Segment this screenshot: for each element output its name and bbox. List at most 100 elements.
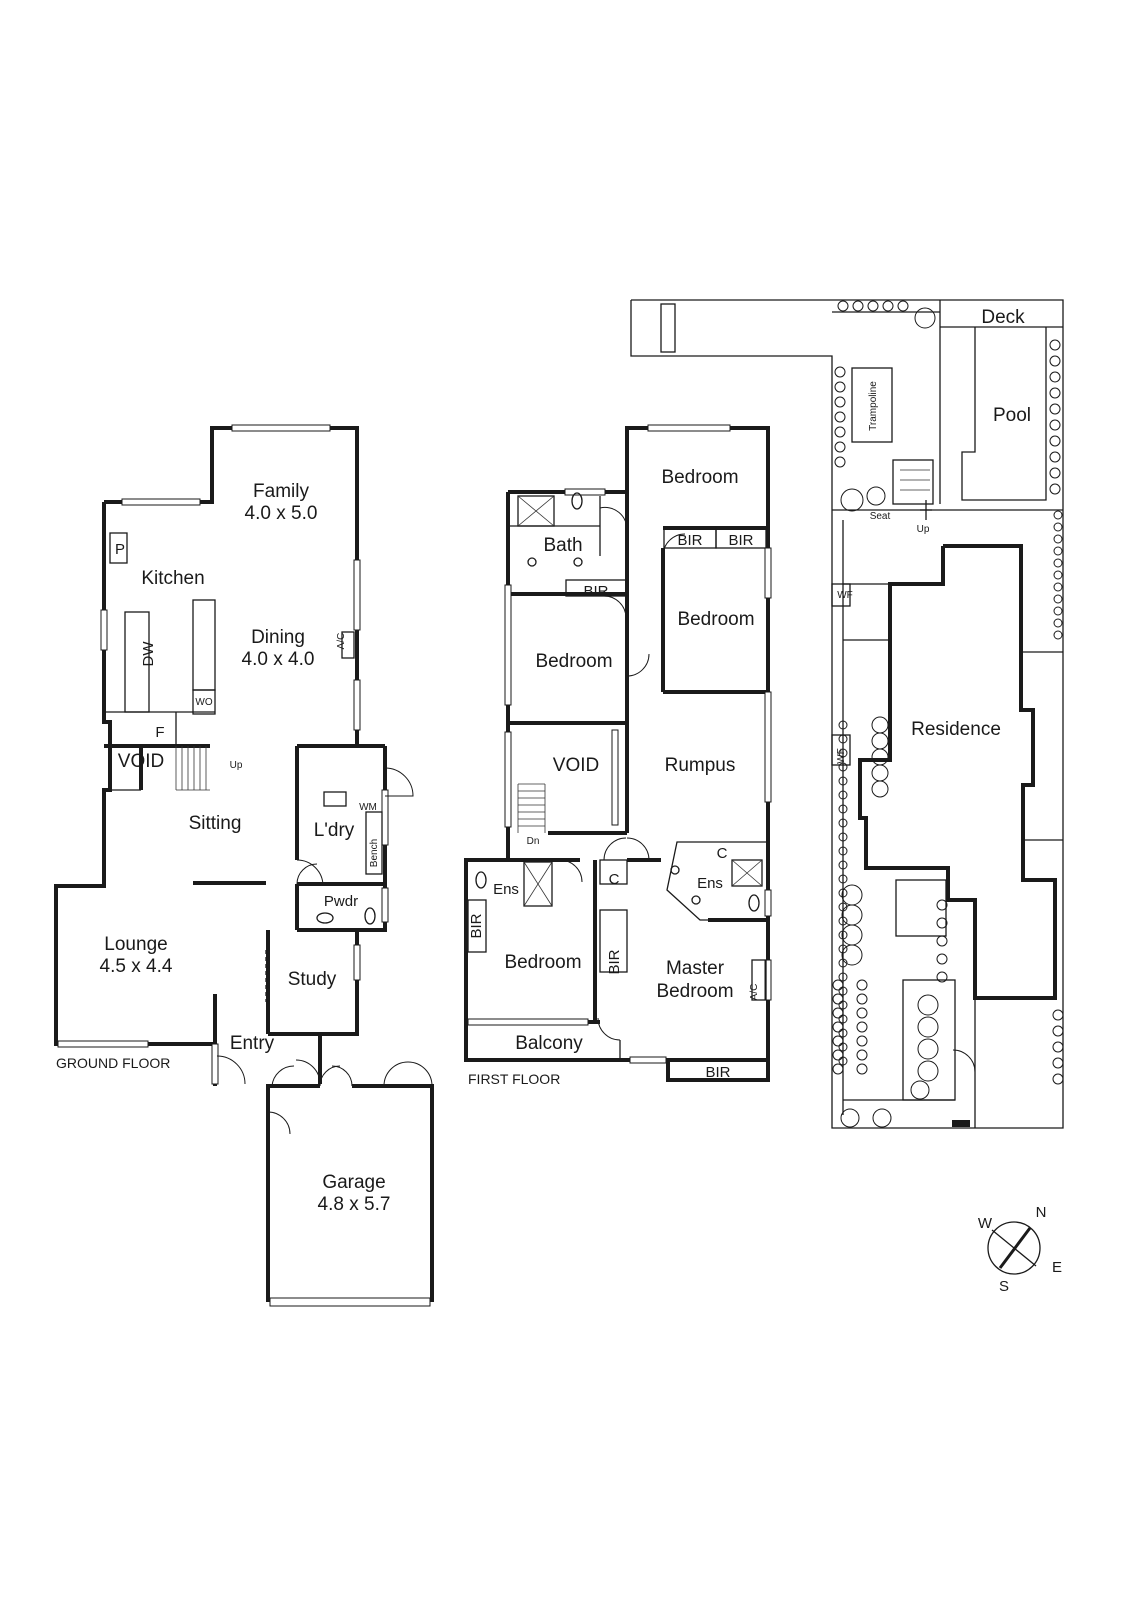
tree-icon [936, 899, 948, 911]
tree-icon [834, 456, 846, 468]
residence-label: Residence [911, 719, 1001, 740]
tree-icon [832, 1035, 844, 1047]
tree-icon [834, 411, 846, 423]
ground-floor-caption: GROUND FLOOR [56, 1055, 170, 1071]
cupboard-label-2: C [717, 845, 728, 862]
woodfire-label-1: WF [837, 590, 853, 601]
bench-label: Bench [369, 839, 380, 867]
first-floor-plan [464, 424, 772, 1082]
tree-icon [917, 1060, 939, 1082]
seat-label: Seat [870, 511, 891, 522]
tree-icon [1053, 630, 1063, 640]
ground-floor-right-wall [318, 962, 359, 1084]
tree-icon [832, 1063, 844, 1075]
bir-label-6: BIR [705, 1064, 730, 1081]
tree-icon [838, 804, 848, 814]
compass-north: N [1036, 1204, 1047, 1221]
tree-icon [1053, 582, 1063, 592]
ground-floor-outer-wall [54, 502, 215, 1046]
bir-label-5: BIR [606, 949, 623, 974]
tree-icon [834, 396, 846, 408]
tree-icon [838, 748, 848, 758]
landscape-trees [832, 300, 1064, 1128]
tree-icon [838, 888, 848, 898]
tree-icon [871, 716, 889, 734]
tree-icon [867, 300, 879, 312]
tree-icon [1053, 558, 1063, 568]
bir-label-3: BIR [583, 583, 608, 600]
entry-label: Entry [230, 1033, 275, 1054]
stair-down-label: Dn [527, 836, 540, 847]
dining-dimension: 4.0 x 4.0 [242, 649, 315, 670]
compass [987, 1221, 1041, 1275]
tree-icon [838, 720, 848, 730]
first-void-label: VOID [553, 755, 599, 776]
tree-icon [1052, 1057, 1064, 1069]
tree-icon [872, 1108, 892, 1128]
tree-icon [856, 1049, 868, 1061]
tree-icon [838, 832, 848, 842]
cupboard-label-1: C [609, 871, 620, 888]
tree-icon [1053, 594, 1063, 604]
tree-icon [838, 762, 848, 772]
tree-icon [1049, 371, 1061, 383]
tree-icon [832, 1049, 844, 1061]
tree-icon [1049, 419, 1061, 431]
tree-icon [1053, 606, 1063, 616]
tree-icon [871, 764, 889, 782]
tree-icon [871, 780, 889, 798]
deck-label: Deck [981, 307, 1025, 328]
tree-icon [1053, 570, 1063, 580]
tree-icon [1052, 1025, 1064, 1037]
lounge-label: Lounge [104, 934, 167, 955]
family-dimension: 4.0 x 5.0 [245, 503, 318, 524]
ground-stair-up-label: Up [230, 760, 243, 771]
tree-icon [841, 884, 863, 906]
trampoline-label: Trampoline [868, 381, 879, 431]
compass-south: S [999, 1278, 1009, 1295]
tree-icon [910, 1080, 930, 1100]
tree-icon [841, 944, 863, 966]
pantry-label: P [115, 541, 125, 558]
tree-icon [838, 734, 848, 744]
tree-icon [1052, 1073, 1064, 1085]
family-window [231, 424, 331, 432]
tree-icon [1049, 451, 1061, 463]
tree-icon [1053, 510, 1063, 520]
powder-label: Pwdr [324, 893, 358, 910]
tree-icon [852, 300, 864, 312]
tree-icon [917, 1016, 939, 1038]
ground-void-label: VOID [118, 751, 164, 772]
tree-icon [1049, 387, 1061, 399]
laundry-label: L'dry [314, 820, 355, 841]
lounge-dimension: 4.5 x 4.4 [100, 956, 173, 977]
tree-icon [838, 818, 848, 828]
tree-icon [838, 790, 848, 800]
bir-label-4: BIR [468, 913, 485, 938]
bedroom-left-label: Bedroom [535, 651, 612, 672]
bedroom-right-label: Bedroom [677, 609, 754, 630]
tree-icon [840, 488, 864, 512]
bir-label-2: BIR [728, 532, 753, 549]
site-plan [630, 299, 1064, 1129]
bedroom-bottom-label: Bedroom [504, 952, 581, 973]
ensuite-left-label: Ens [493, 881, 519, 898]
ensuite-right-label: Ens [697, 875, 723, 892]
tree-icon [1052, 1009, 1064, 1021]
tree-icon [1053, 534, 1063, 544]
study-label: Study [288, 969, 337, 990]
tree-icon [856, 1007, 868, 1019]
tree-icon [871, 748, 889, 766]
tree-icon [936, 953, 948, 965]
tree-icon [834, 426, 846, 438]
balcony-label: Balcony [515, 1033, 583, 1054]
tree-icon [841, 924, 863, 946]
garage-dimension: 4.8 x 5.7 [318, 1194, 391, 1215]
wall-oven-label: WO [195, 697, 212, 708]
compass-west: W [978, 1215, 993, 1232]
tree-icon [1049, 403, 1061, 415]
garage-plan [266, 1061, 434, 1307]
tree-icon [1049, 355, 1061, 367]
first-floor-caption: FIRST FLOOR [468, 1071, 560, 1087]
